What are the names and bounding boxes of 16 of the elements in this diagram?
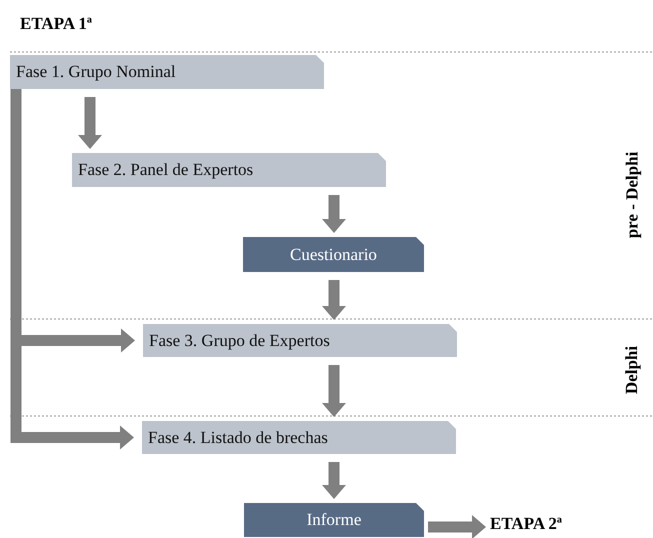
phase-group-label: Delphi (622, 346, 642, 394)
arrow (322, 365, 346, 417)
arrow (322, 462, 346, 499)
output-box: Informe (244, 503, 424, 537)
phase-box: Fase 1. Grupo Nominal (10, 55, 324, 89)
arrow (428, 515, 486, 538)
arrow (78, 97, 102, 149)
stage-label: ETAPA 2ª (490, 512, 582, 536)
phase-group-label: pre - Delphi (622, 152, 642, 238)
arrow (322, 195, 346, 233)
phase-box: Fase 4. Listado de brechas (142, 421, 456, 454)
output-box: Cuestionario (243, 237, 424, 272)
phase-box: Fase 3. Grupo de Expertos (143, 324, 457, 357)
phase-box: Fase 2. Panel de Expertos (72, 153, 386, 187)
stage-heading: ETAPA 1ª (20, 14, 92, 34)
arrow (322, 280, 346, 320)
